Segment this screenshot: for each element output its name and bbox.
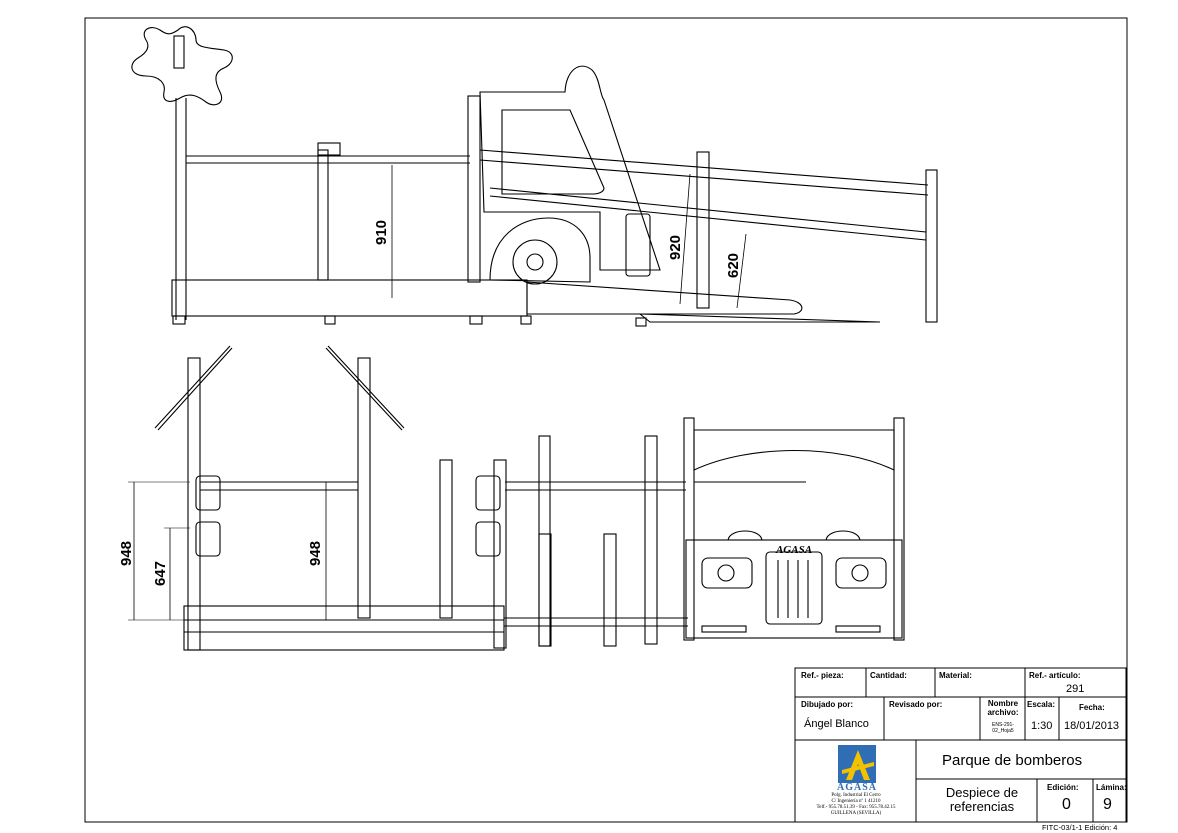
- sheet-subtitle: Despiece de referencias: [945, 785, 1019, 814]
- side-cabin: [479, 65, 661, 271]
- dim-948-left: 948: [118, 541, 135, 566]
- project-title: Parque de bomberos: [942, 752, 1083, 769]
- address-line-4: GUILLENA (SEVILLA): [830, 811, 882, 816]
- form-code: FITC-03/1-1 Edición: 4: [1042, 823, 1118, 832]
- truck-badge: AGASA: [775, 544, 812, 556]
- fecha-value: 18/01/2013: [1064, 720, 1120, 732]
- front-deck: [183, 605, 505, 651]
- dim-948-mid: 948: [307, 541, 324, 566]
- ref-articulo-label: Ref.- artículo:: [1029, 671, 1081, 680]
- side-view: [131, 26, 938, 327]
- dim-920: 920: [667, 235, 684, 260]
- title-block-grid: [794, 667, 1127, 823]
- nombre-archivo-value: ENS-291-02_Hoja5: [992, 722, 1014, 734]
- nombre-archivo-label: Nombre archivo:: [987, 699, 1019, 717]
- agasa-logo-icon: [838, 745, 876, 783]
- sheet-frame: [84, 17, 1128, 823]
- address-line-1: Polg. Industrial El Cerro: [831, 793, 881, 798]
- escala-label: Escala:: [1027, 700, 1056, 709]
- cantidad-label: Cantidad:: [870, 671, 907, 680]
- escala-value: 1:30: [1031, 720, 1053, 732]
- address-line-3: Telf.- 955.78.51.39 - Fax: 955.78.42.15: [816, 805, 896, 810]
- revisado-label: Revisado por:: [889, 700, 943, 709]
- side-deck: [171, 279, 528, 317]
- address-line-2: C/ Ingeniería nº 1 41210: [831, 799, 881, 804]
- front-view: [128, 345, 905, 651]
- dim-910: 910: [373, 220, 390, 245]
- edicion-value: 0: [1062, 796, 1071, 813]
- lamina-value: 9: [1103, 796, 1112, 813]
- star-sign: [131, 26, 233, 106]
- ref-articulo-value: 291: [1066, 683, 1085, 695]
- company-address: Polg. Industrial El Cerro C/ Ingeniería …: [797, 793, 915, 817]
- dibujado-value: Ángel Blanco: [804, 718, 869, 730]
- dim-647: 647: [152, 561, 169, 586]
- side-ramp: [526, 281, 803, 315]
- ref-pieza-label: Ref.- pieza:: [801, 671, 844, 680]
- dibujado-label: Dibujado por:: [801, 700, 853, 709]
- edicion-label: Edición:: [1047, 783, 1079, 792]
- dim-620: 620: [725, 253, 742, 278]
- truck-front: [685, 539, 903, 639]
- material-label: Material:: [939, 671, 972, 680]
- lamina-label: Lámina:: [1096, 783, 1127, 792]
- logo-text: AGASA: [836, 782, 877, 793]
- fecha-label: Fecha:: [1079, 703, 1105, 712]
